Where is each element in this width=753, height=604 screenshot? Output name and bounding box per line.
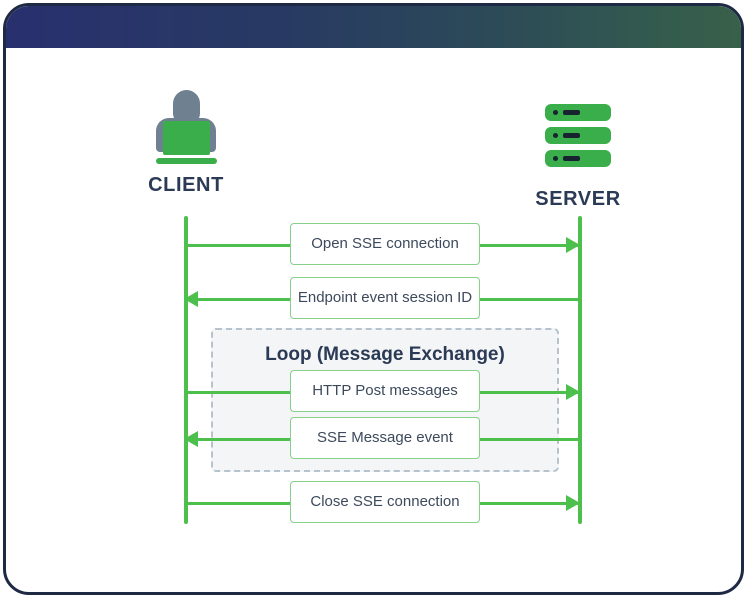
actor-server-label: SERVER (535, 188, 621, 210)
message-label-2[interactable]: Endpoint event session ID (290, 277, 480, 319)
arrow-right-icon (566, 237, 580, 253)
sequence-diagram-canvas: CLIENT SERVER Loop (Message Exchange) (6, 48, 741, 592)
server-rack-icon (493, 104, 663, 180)
arrow-left-icon (184, 431, 198, 447)
lifeline-server (578, 216, 582, 524)
message-label-1[interactable]: Open SSE connection (290, 223, 480, 265)
message-label-5[interactable]: Close SSE connection (290, 481, 480, 523)
diagram-card: CLIENT SERVER Loop (Message Exchange) (3, 3, 744, 595)
actor-client: CLIENT (101, 90, 271, 197)
actor-server: SERVER (493, 104, 663, 211)
message-label-4[interactable]: SSE Message event (290, 417, 480, 459)
loop-fragment-title: Loop (Message Exchange) (265, 344, 505, 365)
arrow-right-icon (566, 495, 580, 511)
arrow-right-icon (566, 384, 580, 400)
arrow-left-icon (184, 291, 198, 307)
message-label-3[interactable]: HTTP Post messages (290, 370, 480, 412)
user-laptop-icon (101, 90, 271, 166)
actor-client-label: CLIENT (148, 174, 224, 196)
window-titlebar (6, 6, 741, 48)
lifeline-client (184, 216, 188, 524)
